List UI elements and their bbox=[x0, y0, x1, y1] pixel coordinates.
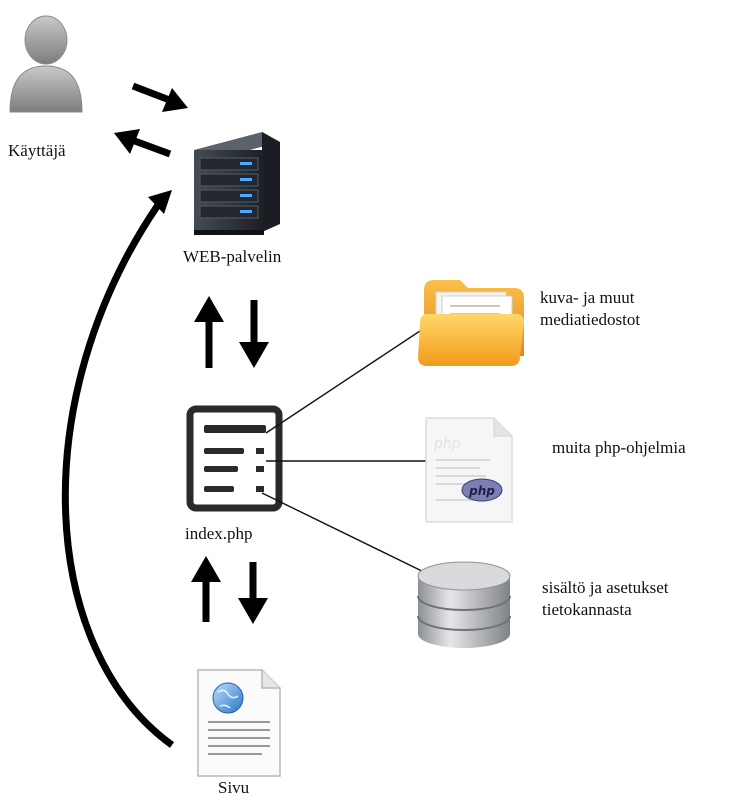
arrow-server-to-user bbox=[114, 129, 172, 158]
php-document-icon bbox=[186, 405, 283, 512]
svg-text:php: php bbox=[433, 436, 461, 452]
arrow-index-to-server bbox=[194, 296, 224, 368]
page-label: Sivu bbox=[218, 778, 250, 797]
php-programs-label: muita php-ohjelmia bbox=[552, 438, 686, 457]
database-label: sisältö ja asetukset tietokannasta bbox=[542, 577, 732, 621]
arrow-user-to-server bbox=[131, 82, 188, 112]
user-icon bbox=[9, 15, 83, 113]
arrow-page-to-server bbox=[61, 190, 175, 748]
connector-lines bbox=[261, 326, 431, 576]
arrow-server-to-index bbox=[239, 300, 269, 368]
folder-icon bbox=[418, 280, 524, 366]
arrow-page-to-index bbox=[191, 556, 221, 622]
database-label-line-2: tietokannasta bbox=[542, 600, 632, 619]
user-label: Käyttäjä bbox=[8, 141, 66, 160]
media-label-line-2: mediatiedostot bbox=[540, 310, 641, 329]
web-server-label: WEB-palvelin bbox=[183, 247, 282, 266]
php-badge-text: php bbox=[468, 484, 495, 498]
database-label-line-1: sisältö ja asetukset bbox=[542, 578, 669, 597]
database-icon bbox=[417, 561, 511, 648]
index-label: index.php bbox=[185, 524, 253, 543]
media-label: kuva- ja muut mediatiedostot bbox=[540, 287, 730, 331]
arrow-index-to-page bbox=[238, 562, 268, 624]
php-file-icon: php php bbox=[425, 417, 513, 523]
server-icon bbox=[194, 132, 280, 235]
web-page-icon bbox=[197, 669, 281, 777]
media-label-line-1: kuva- ja muut bbox=[540, 288, 635, 307]
